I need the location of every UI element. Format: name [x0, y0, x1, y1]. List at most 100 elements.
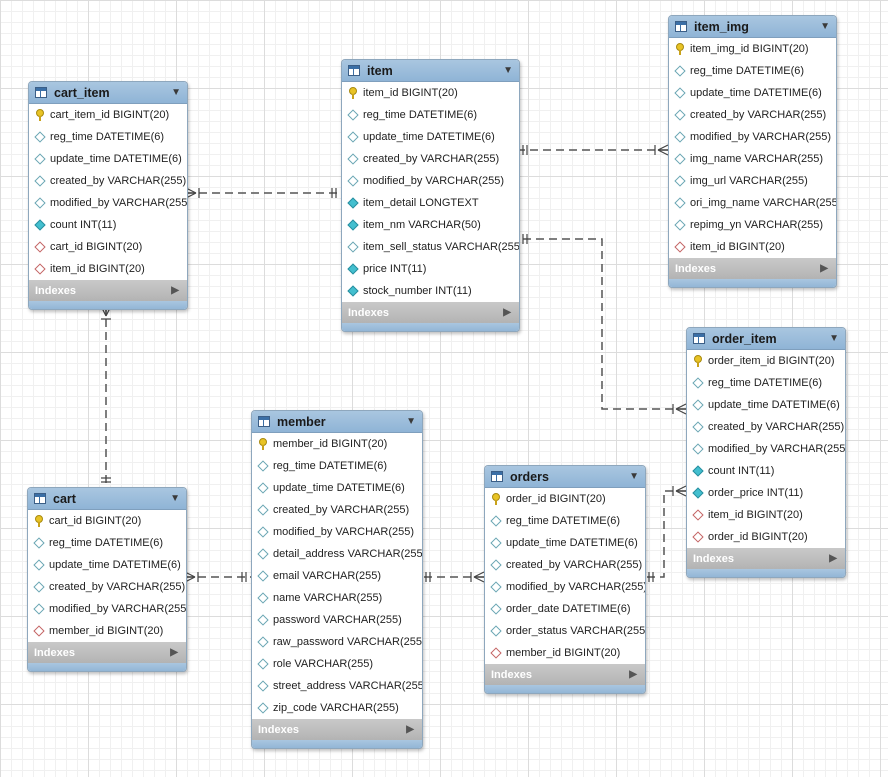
table-header[interactable]: member▼	[252, 411, 422, 433]
column-row[interactable]: modified_by VARCHAR(255)	[29, 192, 187, 214]
indexes-section[interactable]: Indexes▶	[28, 642, 186, 663]
column-row[interactable]: member_id BIGINT(20)	[252, 433, 422, 455]
column-row[interactable]: member_id BIGINT(20)	[28, 620, 186, 642]
column-row[interactable]: ori_img_name VARCHAR(255)	[669, 192, 836, 214]
column-row[interactable]: reg_time DATETIME(6)	[28, 532, 186, 554]
column-row[interactable]: count INT(11)	[29, 214, 187, 236]
column-row[interactable]: reg_time DATETIME(6)	[342, 104, 519, 126]
table-item[interactable]: item▼item_id BIGINT(20)reg_time DATETIME…	[341, 59, 520, 332]
column-row[interactable]: created_by VARCHAR(255)	[687, 416, 845, 438]
column-row[interactable]: raw_password VARCHAR(255)	[252, 631, 422, 653]
table-orders[interactable]: orders▼order_id BIGINT(20)reg_time DATET…	[484, 465, 646, 694]
column-row[interactable]: modified_by VARCHAR(255)	[252, 521, 422, 543]
collapse-arrow-icon[interactable]: ▼	[503, 65, 513, 76]
table-order-item[interactable]: order_item▼order_item_id BIGINT(20)reg_t…	[686, 327, 846, 578]
table-header[interactable]: item_img▼	[669, 16, 836, 38]
column-row[interactable]: modified_by VARCHAR(255)	[669, 126, 836, 148]
table-header[interactable]: cart▼	[28, 488, 186, 510]
expand-arrow-icon[interactable]: ▶	[503, 307, 511, 318]
column-row[interactable]: item_id BIGINT(20)	[687, 504, 845, 526]
collapse-arrow-icon[interactable]: ▼	[171, 87, 181, 98]
column-row[interactable]: update_time DATETIME(6)	[485, 532, 645, 554]
column-row[interactable]: reg_time DATETIME(6)	[485, 510, 645, 532]
column-row[interactable]: password VARCHAR(255)	[252, 609, 422, 631]
indexes-section[interactable]: Indexes▶	[485, 664, 645, 685]
column-row[interactable]: item_id BIGINT(20)	[29, 258, 187, 280]
collapse-arrow-icon[interactable]: ▼	[820, 21, 830, 32]
expand-arrow-icon[interactable]: ▶	[820, 263, 828, 274]
column-row[interactable]: detail_address VARCHAR(255)	[252, 543, 422, 565]
column-row[interactable]: created_by VARCHAR(255)	[29, 170, 187, 192]
column-row[interactable]: item_img_id BIGINT(20)	[669, 38, 836, 60]
column-row[interactable]: update_time DATETIME(6)	[252, 477, 422, 499]
column-row[interactable]: street_address VARCHAR(255)	[252, 675, 422, 697]
collapse-arrow-icon[interactable]: ▼	[170, 493, 180, 504]
column-row[interactable]: order_date DATETIME(6)	[485, 598, 645, 620]
indexes-section[interactable]: Indexes▶	[342, 302, 519, 323]
column-row[interactable]: order_id BIGINT(20)	[687, 526, 845, 548]
column-row[interactable]: update_time DATETIME(6)	[342, 126, 519, 148]
column-row[interactable]: update_time DATETIME(6)	[669, 82, 836, 104]
column-row[interactable]: reg_time DATETIME(6)	[687, 372, 845, 394]
column-row[interactable]: created_by VARCHAR(255)	[485, 554, 645, 576]
column-row[interactable]: email VARCHAR(255)	[252, 565, 422, 587]
collapse-arrow-icon[interactable]: ▼	[829, 333, 839, 344]
column-row[interactable]: member_id BIGINT(20)	[485, 642, 645, 664]
column-row[interactable]: name VARCHAR(255)	[252, 587, 422, 609]
column-row[interactable]: item_nm VARCHAR(50)	[342, 214, 519, 236]
column-icon	[489, 515, 502, 527]
table-header[interactable]: orders▼	[485, 466, 645, 488]
column-row[interactable]: cart_id BIGINT(20)	[28, 510, 186, 532]
expand-arrow-icon[interactable]: ▶	[629, 669, 637, 680]
table-header[interactable]: order_item▼	[687, 328, 845, 350]
expand-arrow-icon[interactable]: ▶	[829, 553, 837, 564]
column-row[interactable]: update_time DATETIME(6)	[28, 554, 186, 576]
column-row[interactable]: modified_by VARCHAR(255)	[485, 576, 645, 598]
column-row[interactable]: modified_by VARCHAR(255)	[28, 598, 186, 620]
column-row[interactable]: update_time DATETIME(6)	[687, 394, 845, 416]
column-row[interactable]: item_detail LONGTEXT	[342, 192, 519, 214]
column-row[interactable]: img_url VARCHAR(255)	[669, 170, 836, 192]
column-row[interactable]: modified_by VARCHAR(255)	[342, 170, 519, 192]
column-row[interactable]: reg_time DATETIME(6)	[669, 60, 836, 82]
column-row[interactable]: repimg_yn VARCHAR(255)	[669, 214, 836, 236]
column-row[interactable]: reg_time DATETIME(6)	[252, 455, 422, 477]
column-row[interactable]: order_id BIGINT(20)	[485, 488, 645, 510]
column-row[interactable]: stock_number INT(11)	[342, 280, 519, 302]
column-row[interactable]: created_by VARCHAR(255)	[252, 499, 422, 521]
indexes-section[interactable]: Indexes▶	[687, 548, 845, 569]
table-cart[interactable]: cart▼cart_id BIGINT(20)reg_time DATETIME…	[27, 487, 187, 672]
column-row[interactable]: item_id BIGINT(20)	[669, 236, 836, 258]
column-row[interactable]: img_name VARCHAR(255)	[669, 148, 836, 170]
column-row[interactable]: role VARCHAR(255)	[252, 653, 422, 675]
column-row[interactable]: item_id BIGINT(20)	[342, 82, 519, 104]
table-header[interactable]: item▼	[342, 60, 519, 82]
column-row[interactable]: created_by VARCHAR(255)	[342, 148, 519, 170]
column-row[interactable]: order_status VARCHAR(255)	[485, 620, 645, 642]
expand-arrow-icon[interactable]: ▶	[171, 285, 179, 296]
collapse-arrow-icon[interactable]: ▼	[629, 471, 639, 482]
table-cart-item[interactable]: cart_item▼cart_item_id BIGINT(20)reg_tim…	[28, 81, 188, 310]
column-row[interactable]: count INT(11)	[687, 460, 845, 482]
column-row[interactable]: order_item_id BIGINT(20)	[687, 350, 845, 372]
column-row[interactable]: reg_time DATETIME(6)	[29, 126, 187, 148]
column-row[interactable]: modified_by VARCHAR(255)	[687, 438, 845, 460]
expand-arrow-icon[interactable]: ▶	[406, 724, 414, 735]
table-header[interactable]: cart_item▼	[29, 82, 187, 104]
expand-arrow-icon[interactable]: ▶	[170, 647, 178, 658]
column-row[interactable]: cart_id BIGINT(20)	[29, 236, 187, 258]
column-row[interactable]: price INT(11)	[342, 258, 519, 280]
column-row[interactable]: created_by VARCHAR(255)	[28, 576, 186, 598]
table-item-img[interactable]: item_img▼item_img_id BIGINT(20)reg_time …	[668, 15, 837, 288]
collapse-arrow-icon[interactable]: ▼	[406, 416, 416, 427]
column-row[interactable]: created_by VARCHAR(255)	[669, 104, 836, 126]
column-row[interactable]: cart_item_id BIGINT(20)	[29, 104, 187, 126]
indexes-section[interactable]: Indexes▶	[669, 258, 836, 279]
column-row[interactable]: item_sell_status VARCHAR(255)	[342, 236, 519, 258]
column-row[interactable]: order_price INT(11)	[687, 482, 845, 504]
table-member[interactable]: member▼member_id BIGINT(20)reg_time DATE…	[251, 410, 423, 749]
indexes-section[interactable]: Indexes▶	[29, 280, 187, 301]
column-row[interactable]: update_time DATETIME(6)	[29, 148, 187, 170]
indexes-section[interactable]: Indexes▶	[252, 719, 422, 740]
column-row[interactable]: zip_code VARCHAR(255)	[252, 697, 422, 719]
